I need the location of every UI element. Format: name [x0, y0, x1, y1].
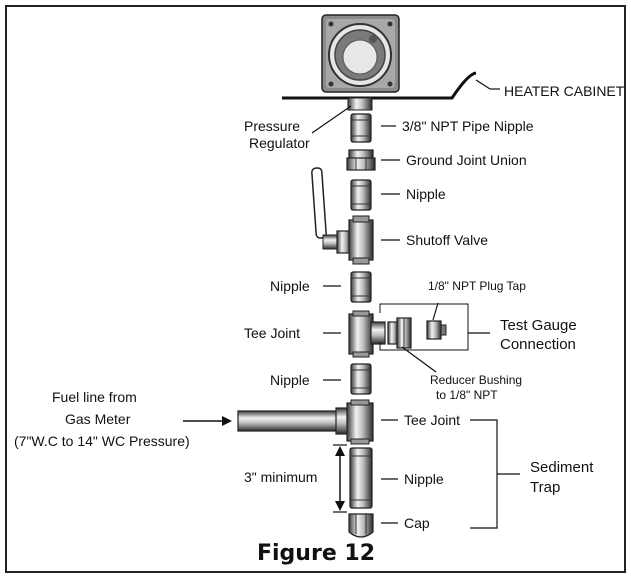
fuel-line-label-1: Fuel line from: [52, 389, 137, 405]
nipple-left-2: [350, 363, 372, 395]
heater-cabinet-label: HEATER CABINET: [504, 83, 625, 99]
cap: [348, 513, 374, 538]
fuel-line-pipe: [237, 407, 349, 435]
ground-joint-union-label: Ground Joint Union: [406, 152, 527, 168]
regulator-outlet: [347, 97, 373, 111]
nipple-left-1: [350, 271, 372, 303]
pipe-nipple-38: [350, 113, 372, 143]
nipple-lower-label: Nipple: [404, 471, 444, 487]
sediment-trap-label-1: Sediment: [530, 459, 594, 476]
pressure-regulator-label-1: Pressure: [244, 118, 300, 134]
fuel-line-label-3: (7"W.C to 14" WC Pressure): [14, 433, 190, 449]
test-gauge-label-1: Test Gauge: [500, 317, 577, 334]
shutoff-valve: [311, 167, 374, 265]
fuel-line-label-2: Gas Meter: [65, 411, 131, 427]
tee-joint-right-label: Tee Joint: [404, 412, 460, 428]
nipple-lower: [349, 447, 373, 509]
tee-joint-upper: [348, 310, 386, 358]
shutoff-valve-label: Shutoff Valve: [406, 232, 488, 248]
cap-label: Cap: [404, 515, 430, 531]
reducer-bushing: [387, 317, 412, 349]
figure-caption: Figure 12: [257, 541, 375, 566]
reducer-leader: [401, 346, 437, 373]
reducer-label-2: to 1/8" NPT: [436, 388, 498, 402]
reducer-label-1: Reducer Bushing: [430, 373, 522, 387]
tee-joint-left-label: Tee Joint: [244, 325, 300, 341]
test-gauge-bracket: [379, 303, 469, 351]
fuel-line-arrowhead: [222, 416, 232, 426]
nipple-left-2-label: Nipple: [270, 372, 310, 388]
tee-joint-lower: [346, 399, 374, 445]
ground-joint-union: [346, 149, 376, 171]
nipple-left-1-label: Nipple: [270, 278, 310, 294]
figure-border: [5, 5, 626, 573]
minimum-label: 3" minimum: [244, 469, 317, 485]
pressure-regulator-label-2: Regulator: [249, 135, 310, 151]
heater-cabinet-line: [282, 71, 500, 100]
nipple-upper-label: Nipple: [406, 186, 446, 202]
pressure-regulator: [321, 14, 400, 93]
sediment-trap-label-2: Trap: [530, 479, 560, 496]
plug-tap-leader: [432, 302, 439, 321]
test-gauge-label-2: Connection: [500, 336, 576, 353]
plug-tap-label: 1/8" NPT Plug Tap: [428, 279, 526, 293]
nipple-upper: [350, 179, 372, 211]
pressure-regulator-leader: [311, 105, 352, 134]
pipe-nipple-38-label: 3/8" NPT Pipe Nipple: [402, 118, 534, 134]
plug-tap: [426, 320, 447, 340]
minimum-dimension: [333, 444, 347, 513]
